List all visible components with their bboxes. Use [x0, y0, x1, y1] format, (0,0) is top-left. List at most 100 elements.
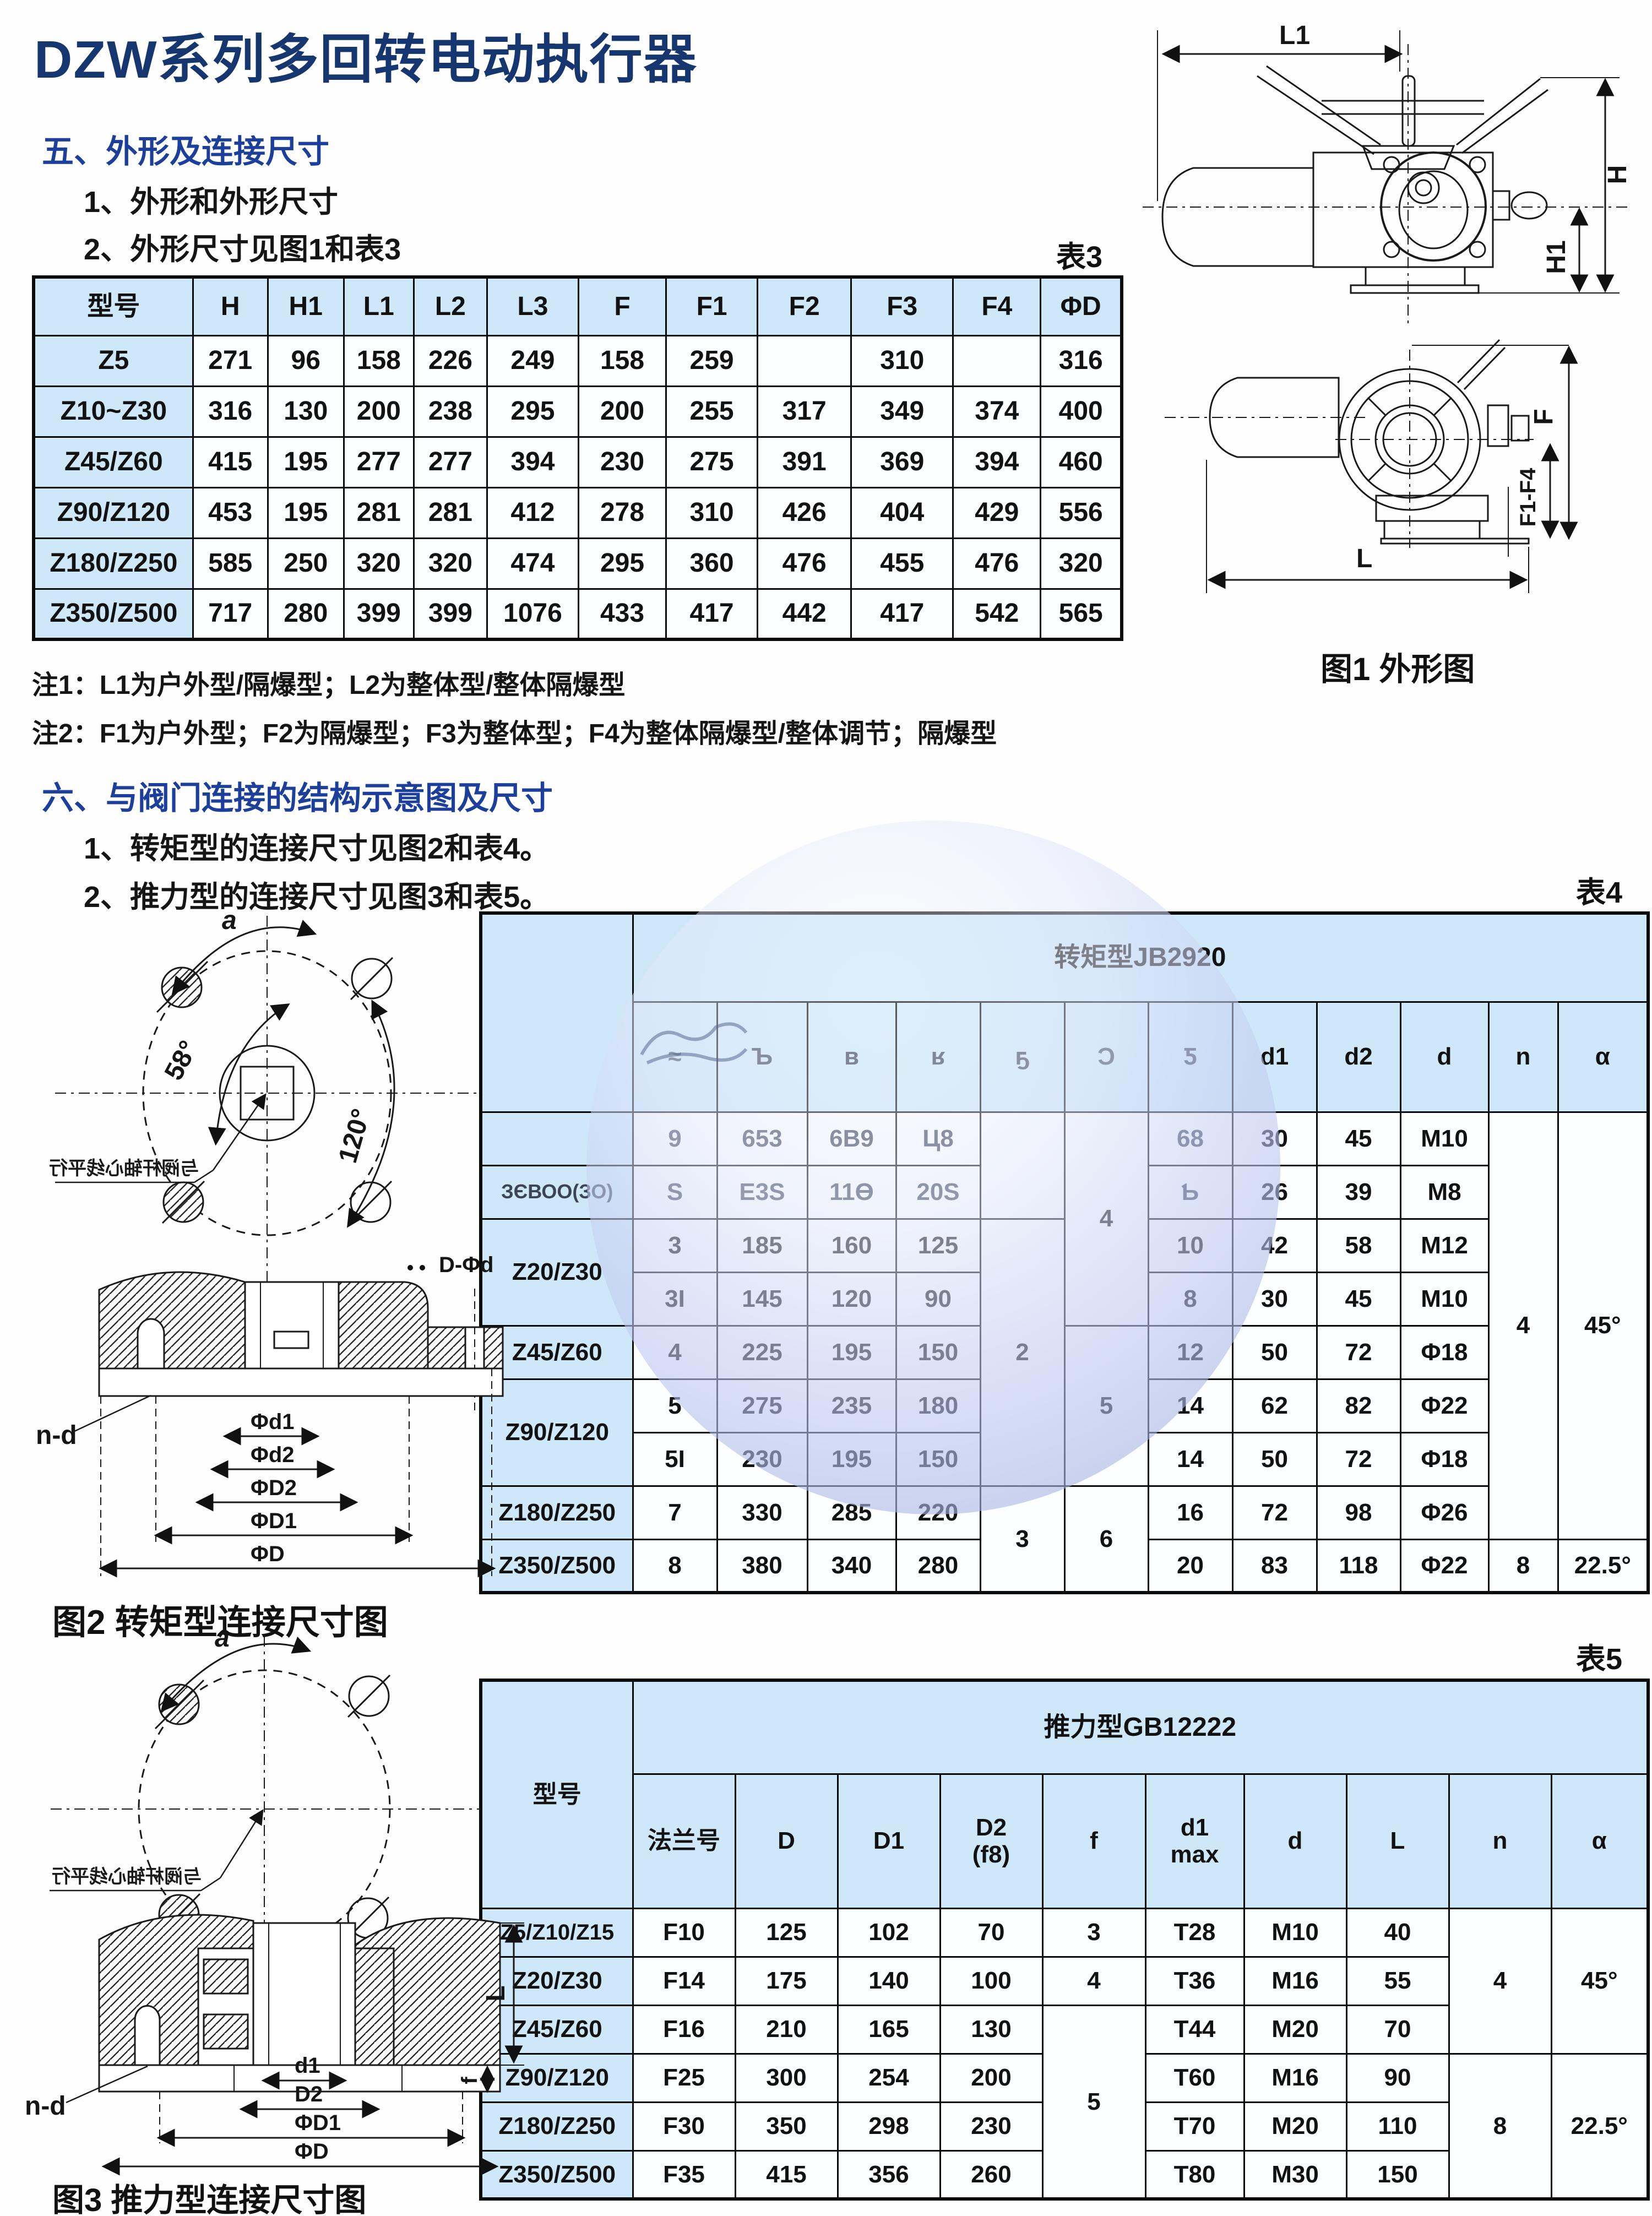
- fig3-label-a: a: [215, 1623, 230, 1653]
- fig3-dim-nd: n-d: [25, 2092, 66, 2121]
- note1: 注1：L1为户外型/隔爆型；L2为整体型/整体隔爆型: [32, 671, 626, 700]
- table-cell: Ц8: [895, 1111, 981, 1166]
- section6-line2: 2、推力型的连接尺寸见图3和表5。: [84, 881, 550, 914]
- table-cell: L3: [486, 276, 579, 336]
- table-cell: 249: [486, 334, 579, 387]
- table5-label: 表5: [1576, 1643, 1623, 1676]
- table-cell: 100: [939, 1956, 1044, 2006]
- table-cell: 165: [836, 2004, 941, 2055]
- table-cell: 6B9: [806, 1111, 897, 1166]
- table-cell: Z350/Z500: [480, 2149, 634, 2200]
- table-cell: 585: [192, 537, 269, 590]
- table-cell: 300: [734, 2052, 839, 2103]
- table-cell: 195: [267, 436, 345, 488]
- table-cell: 442: [757, 588, 852, 640]
- table-cell: 238: [412, 385, 488, 438]
- table-cell: 8: [1147, 1271, 1233, 1327]
- table-cell: 160: [806, 1218, 897, 1273]
- table-cell: d1: [1231, 1001, 1318, 1113]
- fig2-dim-3: ΦD1: [251, 1509, 297, 1533]
- table-cell: H: [192, 276, 269, 336]
- table-cell: d: [1399, 1001, 1490, 1113]
- table-cell: 2: [979, 1218, 1066, 1487]
- table-cell: 96: [267, 334, 345, 387]
- table-cell: 72: [1231, 1485, 1318, 1540]
- table-cell: 476: [952, 537, 1042, 590]
- table-cell: 281: [412, 486, 488, 539]
- table-cell: 3I: [632, 1271, 718, 1327]
- table-cell: 260: [939, 2149, 1044, 2200]
- table-cell: F: [577, 276, 667, 336]
- table-cell: 45: [1316, 1271, 1401, 1327]
- table-cell: E3S: [716, 1164, 808, 1220]
- fig3-dim-f: f: [458, 2077, 482, 2084]
- table-cell: 394: [952, 436, 1042, 488]
- table-cell: Z180/Z250: [480, 1485, 634, 1540]
- table-cell: 3: [1041, 1907, 1146, 1958]
- table-cell: [480, 912, 634, 1113]
- table-cell: 476: [757, 537, 852, 590]
- table-cell: M8: [1399, 1164, 1490, 1220]
- table-cell: T36: [1144, 1956, 1245, 2006]
- table-cell: 280: [895, 1538, 981, 1594]
- table-cell: 400: [1040, 385, 1123, 438]
- table-cell: 281: [343, 486, 415, 539]
- table-cell: L2: [412, 276, 488, 336]
- table-cell: 45°: [1557, 1111, 1649, 1540]
- table-cell: 70: [1345, 2004, 1450, 2055]
- table-cell: 130: [939, 2004, 1044, 2055]
- table-cell: [979, 1111, 1066, 1220]
- table-cell: L1: [343, 276, 415, 336]
- fig3-dim-1: D2: [295, 2082, 323, 2106]
- table4-label: 表4: [1576, 876, 1623, 909]
- table-cell: 55: [1345, 1956, 1450, 2006]
- table-cell: 70: [939, 1907, 1044, 1958]
- table-cell: 412: [486, 486, 579, 539]
- fig2-dim-dpd: D-Φd: [439, 1253, 493, 1277]
- table-cell: 230: [577, 436, 667, 488]
- table-cell: 3: [979, 1485, 1066, 1594]
- table-cell: 330: [716, 1485, 808, 1540]
- table-cell: 556: [1040, 486, 1123, 539]
- section6-line1: 1、转矩型的连接尺寸见图2和表4。: [84, 832, 550, 865]
- table-cell: 426: [757, 486, 852, 539]
- table-cell: d: [1243, 1773, 1347, 1909]
- table-cell: 30: [1231, 1271, 1318, 1327]
- table-cell: 法兰号: [632, 1773, 736, 1909]
- table-cell: 235: [806, 1378, 897, 1433]
- table-cell: 220: [895, 1485, 981, 1540]
- table-cell: 320: [1040, 537, 1123, 590]
- table-row: 转矩型JB2920: [480, 912, 1649, 1113]
- table-cell: M20: [1243, 2004, 1347, 2055]
- table-cell: 90: [895, 1271, 981, 1327]
- table-cell: α: [1550, 1773, 1649, 1909]
- table-cell: F10: [632, 1907, 736, 1958]
- table-cell: [480, 1111, 634, 1166]
- table-cell: 158: [343, 334, 415, 387]
- fig1-dim-f: F: [1529, 409, 1558, 425]
- table-cell: 8: [1487, 1538, 1559, 1594]
- table-cell: Z180/Z250: [480, 2101, 634, 2152]
- table-cell: Z180/Z250: [32, 537, 194, 590]
- table-cell: 5: [1041, 2004, 1146, 2200]
- table-cell: Φ22: [1399, 1378, 1490, 1433]
- fig1-dim-h1: H1: [1542, 240, 1571, 274]
- table-cell: 4: [1448, 1907, 1552, 2055]
- table-cell: 102: [836, 1907, 941, 1958]
- fig1-dim-h: H: [1603, 165, 1632, 184]
- table-cell: 12: [1147, 1324, 1233, 1380]
- table-cell: 394: [486, 436, 579, 488]
- table-cell: 453: [192, 486, 269, 539]
- table-cell: 565: [1040, 588, 1123, 640]
- table-cell: 369: [850, 436, 954, 488]
